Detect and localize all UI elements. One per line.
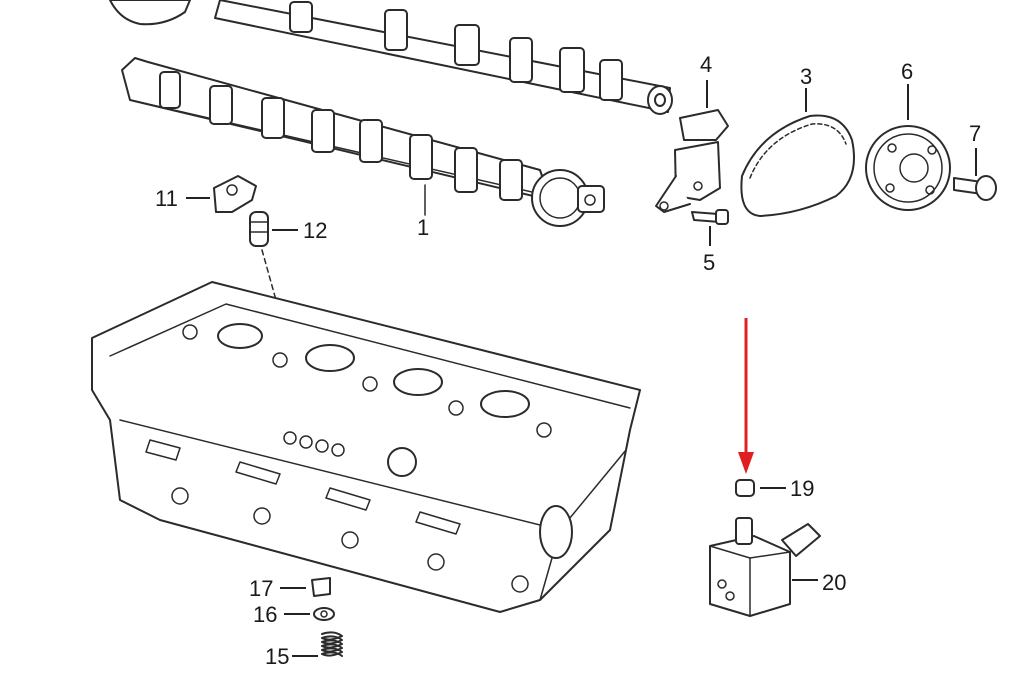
fuel-pump: [709, 517, 821, 617]
camshaft-upper: [109, 0, 673, 115]
callout-3: 3: [800, 64, 812, 89]
camshaft-sprocket: [865, 84, 951, 211]
valve-keeper: [280, 577, 331, 597]
valve-spring-seat: [284, 607, 335, 621]
chain-tensioner: [655, 80, 729, 213]
cylinder-head: [91, 281, 641, 613]
callout-11: 11: [155, 186, 178, 211]
callout-20: 20: [822, 570, 846, 595]
bolt-5: [691, 209, 729, 246]
camshaft-lower: [121, 57, 605, 227]
bolt-7: [953, 148, 997, 201]
callout-1: 1: [417, 215, 429, 240]
highlight-arrow: [738, 318, 754, 474]
rocker-arm: [186, 175, 257, 213]
callout-17: 17: [249, 576, 273, 601]
callout-19: 19: [790, 476, 814, 501]
callout-12: 12: [303, 218, 327, 243]
callout-7: 7: [969, 121, 981, 146]
callout-6: 6: [901, 59, 913, 84]
pump-seal: [735, 479, 786, 497]
timing-chain: [740, 88, 855, 217]
valve-spring: [292, 631, 343, 657]
callout-4: 4: [700, 52, 712, 77]
hydraulic-lifter: [249, 211, 298, 301]
callout-16: 16: [253, 602, 277, 627]
callout-5: 5: [703, 250, 715, 275]
callout-15: 15: [265, 644, 289, 669]
